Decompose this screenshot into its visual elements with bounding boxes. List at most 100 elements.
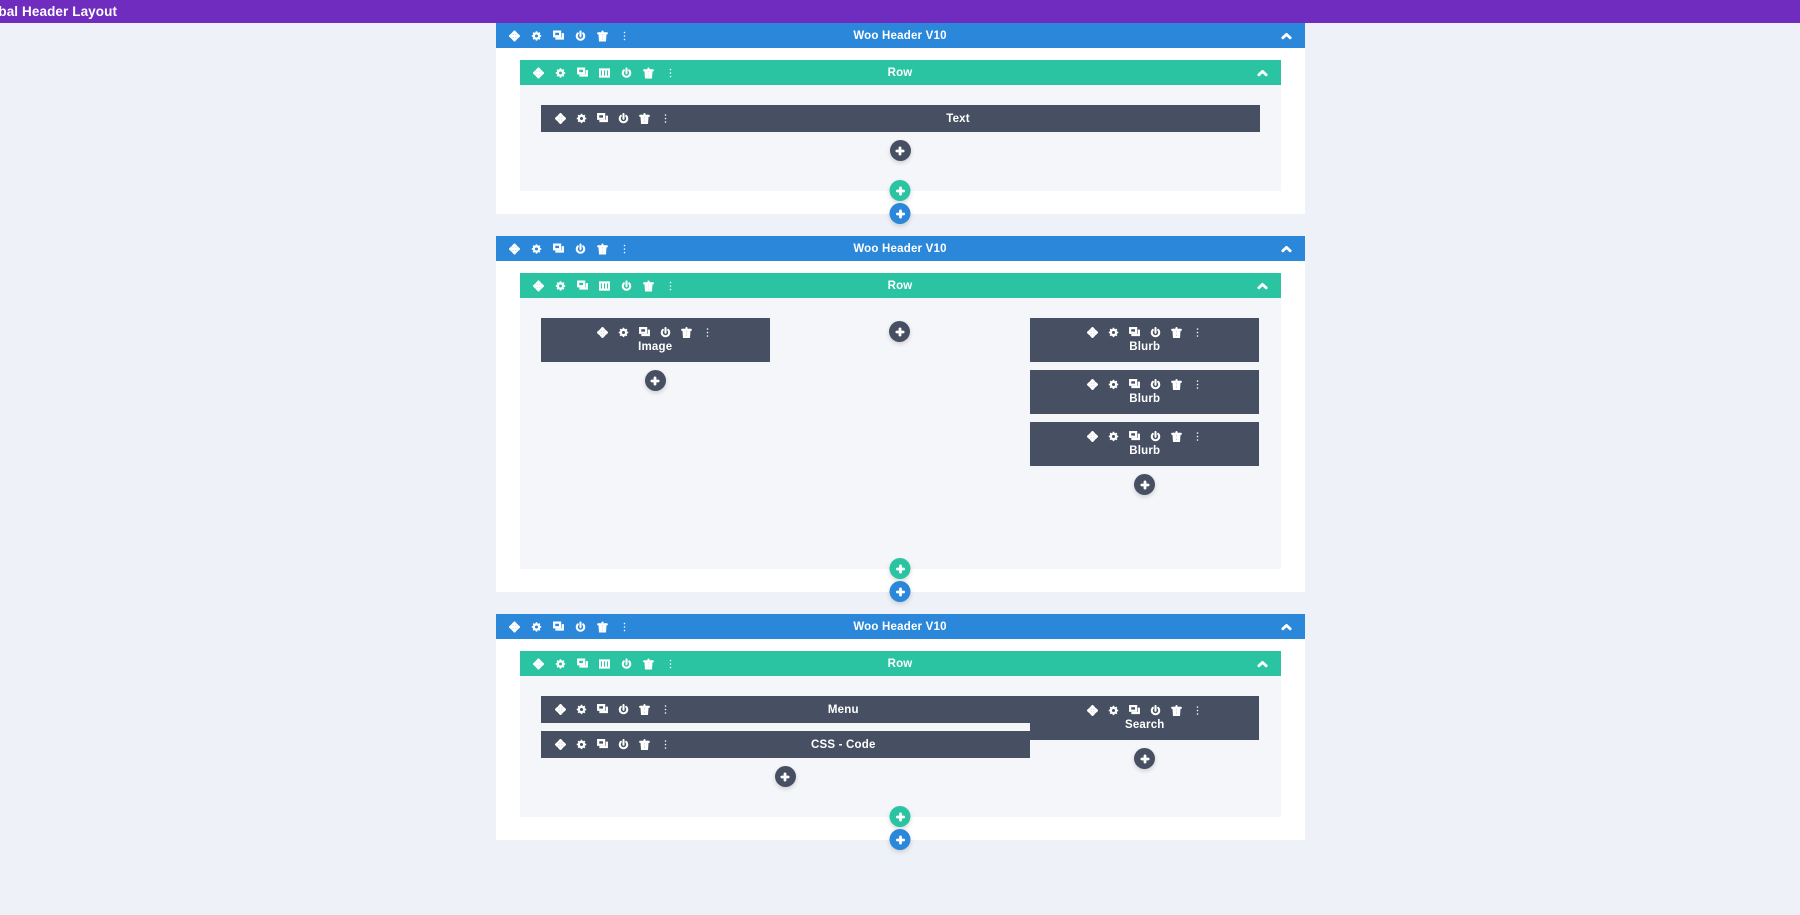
gear-icon[interactable] [1108, 379, 1119, 390]
duplicate-icon[interactable] [577, 280, 588, 291]
trash-icon[interactable] [681, 327, 692, 338]
add-module-button[interactable] [774, 766, 796, 787]
add-row-button[interactable] [889, 558, 911, 579]
move-icon[interactable] [555, 704, 566, 715]
collapse-toggle[interactable] [1281, 243, 1292, 254]
row-header-bar[interactable]: Row [519, 273, 1281, 298]
gear-icon[interactable] [531, 621, 542, 632]
module-search[interactable]: Search [1030, 696, 1260, 740]
columns-icon[interactable] [599, 280, 610, 291]
gear-icon[interactable] [531, 243, 542, 254]
add-module-button[interactable] [1134, 474, 1156, 495]
module-blurb[interactable]: Blurb [1030, 370, 1260, 414]
more-vertical-icon[interactable] [660, 113, 671, 124]
power-icon[interactable] [1150, 431, 1161, 442]
power-icon[interactable] [575, 30, 586, 41]
more-vertical-icon[interactable] [665, 658, 676, 669]
more-vertical-icon[interactable] [619, 621, 630, 632]
move-icon[interactable] [1087, 431, 1098, 442]
duplicate-icon[interactable] [639, 327, 650, 338]
move-icon[interactable] [509, 621, 520, 632]
duplicate-icon[interactable] [597, 113, 608, 124]
trash-icon[interactable] [597, 30, 608, 41]
module-css-code[interactable]: CSS - Code [540, 731, 1031, 758]
power-icon[interactable] [621, 658, 632, 669]
more-vertical-icon[interactable] [665, 280, 676, 291]
power-icon[interactable] [618, 739, 629, 750]
collapse-toggle[interactable] [1281, 30, 1292, 41]
move-icon[interactable] [597, 327, 608, 338]
module-menu[interactable]: Menu [540, 696, 1031, 723]
more-vertical-icon[interactable] [1192, 327, 1203, 338]
trash-icon[interactable] [1171, 431, 1182, 442]
duplicate-icon[interactable] [1129, 379, 1140, 390]
move-icon[interactable] [533, 67, 544, 78]
gear-icon[interactable] [531, 30, 542, 41]
columns-icon[interactable] [599, 67, 610, 78]
duplicate-icon[interactable] [553, 243, 564, 254]
duplicate-icon[interactable] [1129, 705, 1140, 716]
move-icon[interactable] [1087, 705, 1098, 716]
gear-icon[interactable] [1108, 705, 1119, 716]
add-section-button[interactable] [889, 203, 911, 224]
more-vertical-icon[interactable] [702, 327, 713, 338]
trash-icon[interactable] [643, 280, 654, 291]
more-vertical-icon[interactable] [660, 704, 671, 715]
gear-icon[interactable] [576, 704, 587, 715]
gear-icon[interactable] [555, 67, 566, 78]
gear-icon[interactable] [1108, 327, 1119, 338]
module-image[interactable]: Image [540, 318, 770, 362]
columns-icon[interactable] [599, 658, 610, 669]
more-vertical-icon[interactable] [619, 30, 630, 41]
collapse-toggle[interactable] [1257, 67, 1268, 78]
move-icon[interactable] [533, 280, 544, 291]
row-header-bar[interactable]: Row [519, 651, 1281, 676]
add-module-button[interactable] [1134, 748, 1156, 769]
section-header-bar[interactable]: Woo Header V10 [495, 236, 1305, 261]
duplicate-icon[interactable] [553, 30, 564, 41]
trash-icon[interactable] [597, 243, 608, 254]
gear-icon[interactable] [576, 113, 587, 124]
add-module-button[interactable] [889, 321, 911, 342]
gear-icon[interactable] [555, 280, 566, 291]
duplicate-icon[interactable] [577, 658, 588, 669]
power-icon[interactable] [575, 621, 586, 632]
trash-icon[interactable] [643, 67, 654, 78]
power-icon[interactable] [1150, 379, 1161, 390]
trash-icon[interactable] [1171, 705, 1182, 716]
move-icon[interactable] [509, 243, 520, 254]
gear-icon[interactable] [618, 327, 629, 338]
move-icon[interactable] [533, 658, 544, 669]
duplicate-icon[interactable] [597, 739, 608, 750]
move-icon[interactable] [1087, 379, 1098, 390]
row-header-bar[interactable]: Row [519, 60, 1281, 85]
duplicate-icon[interactable] [597, 704, 608, 715]
add-row-button[interactable] [889, 806, 911, 827]
module-blurb[interactable]: Blurb [1030, 318, 1260, 362]
gear-icon[interactable] [555, 658, 566, 669]
power-icon[interactable] [618, 704, 629, 715]
duplicate-icon[interactable] [553, 621, 564, 632]
add-module-button[interactable] [644, 370, 666, 391]
more-vertical-icon[interactable] [1192, 705, 1203, 716]
power-icon[interactable] [660, 327, 671, 338]
move-icon[interactable] [555, 113, 566, 124]
trash-icon[interactable] [639, 704, 650, 715]
power-icon[interactable] [621, 67, 632, 78]
duplicate-icon[interactable] [1129, 431, 1140, 442]
more-vertical-icon[interactable] [1192, 379, 1203, 390]
power-icon[interactable] [621, 280, 632, 291]
collapse-toggle[interactable] [1257, 658, 1268, 669]
trash-icon[interactable] [597, 621, 608, 632]
more-vertical-icon[interactable] [660, 739, 671, 750]
add-module-button[interactable] [889, 140, 911, 161]
module-text[interactable]: Text [540, 105, 1260, 132]
more-vertical-icon[interactable] [665, 67, 676, 78]
collapse-toggle[interactable] [1281, 621, 1292, 632]
duplicate-icon[interactable] [577, 67, 588, 78]
power-icon[interactable] [1150, 327, 1161, 338]
add-section-button[interactable] [889, 829, 911, 850]
add-section-button[interactable] [889, 581, 911, 602]
power-icon[interactable] [575, 243, 586, 254]
gear-icon[interactable] [576, 739, 587, 750]
